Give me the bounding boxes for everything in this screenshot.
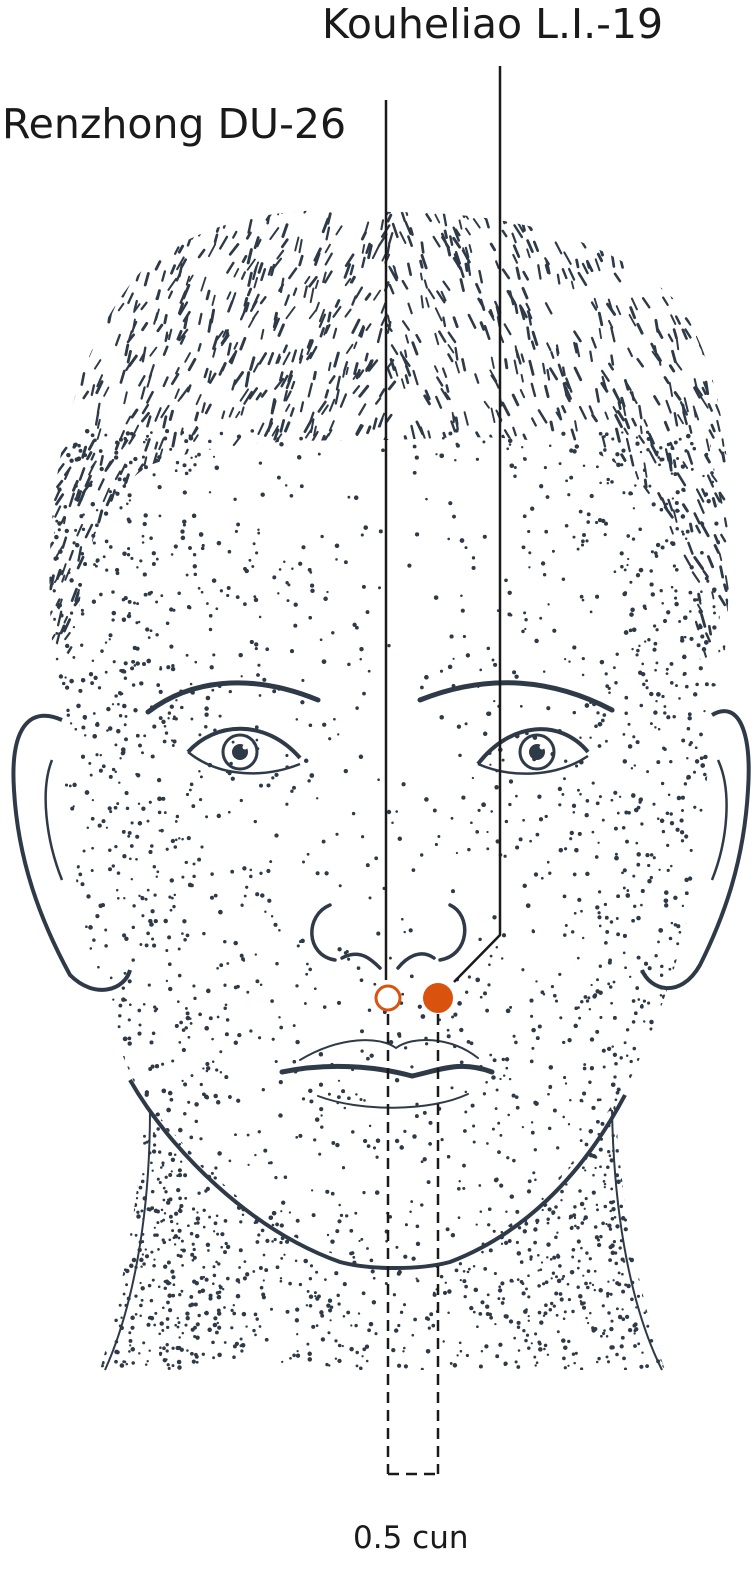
right-ear bbox=[642, 711, 749, 988]
hair-strokes bbox=[46, 198, 735, 670]
distance-bracket bbox=[388, 1014, 438, 1474]
neck-stipple bbox=[98, 1098, 667, 1371]
kouheliao-label: Kouheliao L.I.-19 bbox=[322, 4, 663, 45]
left-eye bbox=[188, 729, 300, 774]
leader-lines bbox=[386, 66, 500, 982]
neck-left-outline bbox=[105, 1110, 150, 1370]
left-ear bbox=[13, 716, 130, 990]
kouheliao-point bbox=[424, 984, 452, 1012]
right-eye bbox=[478, 729, 588, 773]
nose bbox=[312, 905, 465, 968]
renzhong-label: Renzhong DU-26 bbox=[2, 104, 346, 145]
distance-label: 0.5 cun bbox=[353, 1523, 469, 1554]
kouheliao-leader-line bbox=[454, 66, 500, 982]
renzhong-point bbox=[376, 986, 400, 1010]
eyebrows bbox=[148, 683, 612, 712]
